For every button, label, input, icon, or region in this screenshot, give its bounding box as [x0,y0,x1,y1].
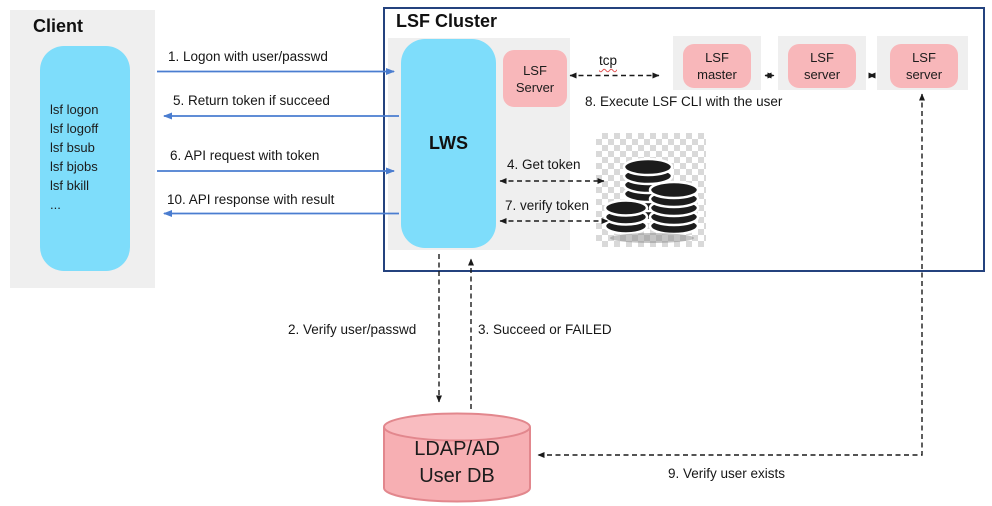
lsf-server-2-label: LSF server [890,44,958,88]
label-arrow-3: 3. Succeed or FAILED [478,322,612,337]
command-lsf-bkill: lsf bkill [50,178,90,193]
label-arrow-4: 4. Get token [507,157,581,172]
ldap-database-label: LDAP/AD User DB [414,438,500,487]
coin-stack-icon [603,157,700,243]
command-lsf-bsub: lsf bsub [50,140,95,155]
label-arrow-2: 2. Verify user/passwd [288,322,417,337]
command-lsf-bjobs: lsf bjobs [50,159,98,174]
command-lsf-logoff: lsf logoff [50,121,99,136]
label-arrow-7: 7. verify token [505,198,590,213]
lsf-master-label: LSF master [683,44,751,88]
label-arrow-1: 1. Logon with user/passwd [168,49,328,64]
client-title: Client [33,16,84,36]
client-commands-box [40,46,130,271]
lsf-cluster-title: LSF Cluster [396,11,498,31]
label-arrow-6: 6. API request with token [170,148,320,163]
label-tcp: tcp [599,53,618,68]
lsf-server-1-label: LSF server [788,44,856,88]
command-ellipsis: ... [50,197,61,212]
lsf-server-box: LSF Server [503,50,567,107]
label-arrow-10: 10. API response with result [167,192,335,207]
ldap-database-cylinder [383,412,531,503]
lws-box: LWS [401,39,496,248]
label-arrow-9: 9. Verify user exists [668,466,786,481]
token-store-image [596,133,706,247]
command-lsf-logon: lsf logon [50,102,99,117]
lsf-master-node: LSF master [673,36,761,90]
lsf-server-node-2: LSF server [877,36,968,90]
lsf-server-node-1: LSF server [778,36,866,90]
client-command-list: lsf logon lsf logoff lsf bsub lsf bjobs … [50,100,98,214]
label-arrow-8: 8. Execute LSF CLI with the user [585,94,783,109]
coin-shadow [610,233,694,243]
label-arrow-5: 5. Return token if succeed [173,93,330,108]
